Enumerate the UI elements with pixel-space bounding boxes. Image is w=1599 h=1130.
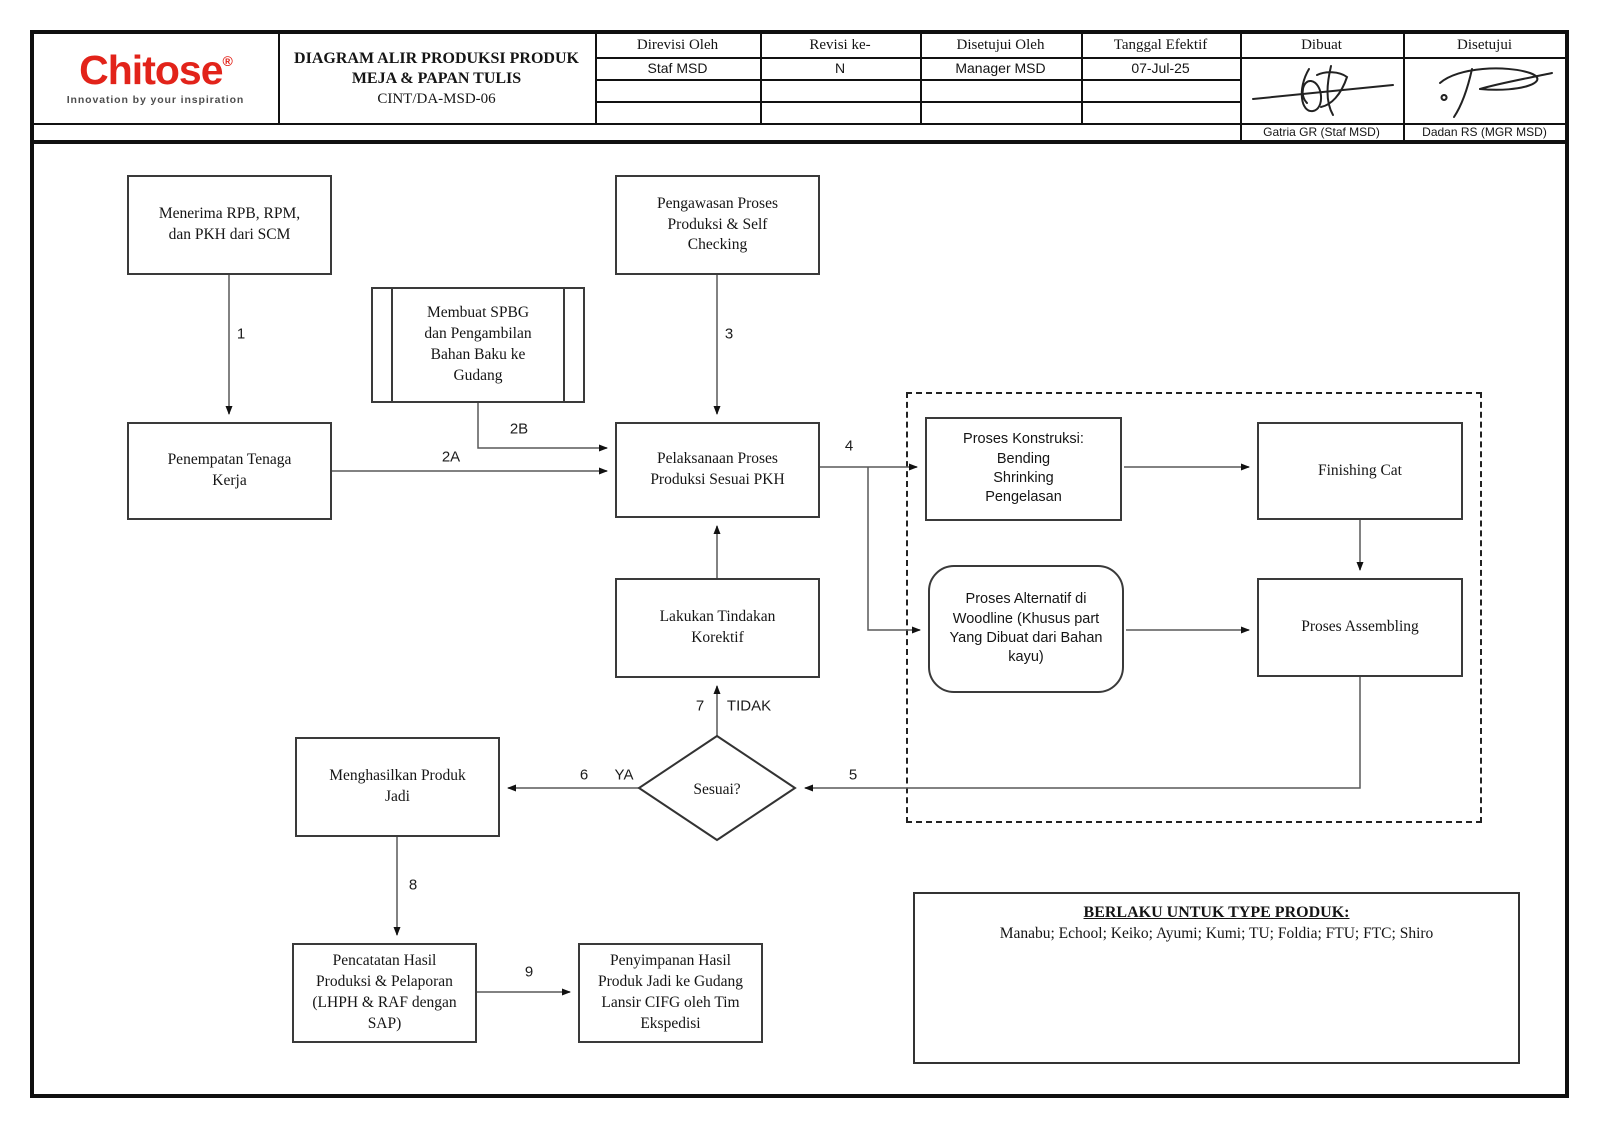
brand-tagline: Innovation by your inspiration — [66, 94, 245, 106]
box-menghasilkan: Menghasilkan Produk Jadi — [295, 737, 500, 837]
divider — [595, 101, 1240, 103]
col-header-tanggal: Tanggal Efektif — [1113, 36, 1208, 53]
step-label-7: 7 — [695, 697, 705, 715]
step-label-3: 3 — [724, 325, 734, 343]
box-finishing-cat: Finishing Cat — [1257, 422, 1463, 520]
divider — [920, 33, 922, 123]
logo-cell: Chitose® Innovation by your inspiration — [33, 33, 278, 123]
cell-direvisi-1: Staf MSD — [647, 60, 708, 76]
step-label-4: 4 — [844, 437, 854, 455]
box-tindakan-korektif: Lakukan Tindakan Korektif — [615, 578, 820, 678]
step-label-2a: 2A — [441, 448, 461, 466]
registered-mark: ® — [222, 53, 233, 69]
box-menerima-rpb: Menerima RPB, RPM, dan PKH dari SCM — [127, 175, 332, 275]
step-label-6: 6 — [579, 766, 589, 784]
cell-direvisi-2 — [595, 79, 760, 101]
box-pencatatan: Pencatatan Hasil Produksi & Pelaporan (L… — [292, 943, 477, 1043]
brand-name: Chitose — [79, 47, 223, 93]
divider — [278, 33, 280, 123]
disetujui-signature — [1438, 67, 1553, 118]
dibuat-signature — [1251, 65, 1394, 116]
product-note-title: BERLAKU UNTUK TYPE PRODUK: — [1083, 904, 1350, 921]
step-label-8: 8 — [408, 876, 418, 894]
doc-title-line2: MEJA & PAPAN TULIS — [351, 69, 522, 87]
decision-sesuai-label: Sesuai? — [693, 781, 741, 798]
brand-logo: Chitose® — [79, 47, 233, 93]
box-membuat-spbg: Membuat SPBG dan Pengambilan Bahan Baku … — [371, 287, 585, 403]
cell-disetujui-1: Manager MSD — [955, 60, 1046, 76]
divider — [1240, 33, 1242, 140]
disetujui-name: Dadan RS (MGR MSD) — [1422, 124, 1547, 139]
box-alternatif-woodline: Proses Alternatif di Woodline (Khusus pa… — [928, 565, 1124, 693]
divider — [595, 33, 597, 123]
cell-tanggal-3 — [1081, 101, 1240, 123]
box-pengawasan: Pengawasan Proses Produksi & Self Checki… — [615, 175, 820, 275]
dibuat-signature-cell — [1240, 57, 1403, 123]
col-header-disetujui-sign: Disetujui — [1457, 36, 1512, 53]
cell-disetujui-2 — [920, 79, 1081, 101]
step-label-1: 1 — [236, 325, 246, 343]
col-header-revisi: Revisi ke- — [809, 36, 871, 53]
box-penempatan: Penempatan Tenaga Kerja — [127, 422, 332, 520]
divider — [595, 57, 1566, 59]
divider — [1081, 33, 1083, 123]
cell-revisi-2 — [760, 79, 920, 101]
title-cell: DIAGRAM ALIR PRODUKSI PRODUK MEJA & PAPA… — [278, 33, 595, 123]
cell-direvisi-3 — [595, 101, 760, 123]
col-header-disetujui-oleh: Disetujui Oleh — [956, 36, 1045, 53]
box-membuat-spbg-label: Membuat SPBG dan Pengambilan Bahan Baku … — [424, 304, 532, 384]
divider — [760, 33, 762, 123]
cell-tanggal-2 — [1081, 79, 1240, 101]
product-note-box: BERLAKU UNTUK TYPE PRODUK: Manabu; Echoo… — [913, 892, 1520, 1064]
divider — [1403, 33, 1405, 140]
cell-revisi-1: N — [834, 60, 846, 76]
box-penyimpanan: Penyimpanan Hasil Produk Jadi ke Gudang … — [578, 943, 763, 1043]
step-label-9: 9 — [524, 963, 534, 981]
divider — [33, 123, 1566, 125]
dibuat-name: Gatria GR (Staf MSD) — [1263, 124, 1380, 139]
box-konstruksi: Proses Konstruksi: Bending Shrinking Pen… — [925, 417, 1122, 521]
col-header-direvisi: Direvisi Oleh — [636, 36, 719, 53]
disetujui-signature-cell — [1403, 57, 1566, 123]
doc-title-line1: DIAGRAM ALIR PRODUKSI PRODUK — [294, 49, 579, 67]
product-note-items: Manabu; Echool; Keiko; Ayumi; Kumi; TU; … — [999, 925, 1434, 942]
predefined-bar-right — [563, 289, 565, 401]
cell-disetujui-3 — [920, 101, 1081, 123]
box-pelaksanaan: Pelaksanaan Proses Produksi Sesuai PKH — [615, 422, 820, 518]
predefined-bar-left — [391, 289, 393, 401]
step-label-2b: 2B — [509, 420, 529, 438]
branch-label-tidak: TIDAK — [726, 697, 772, 715]
branch-label-ya: YA — [614, 766, 634, 784]
col-header-dibuat: Dibuat — [1301, 36, 1342, 53]
box-assembling: Proses Assembling — [1257, 578, 1463, 677]
cell-revisi-3 — [760, 101, 920, 123]
cell-tanggal-1: 07-Jul-25 — [1131, 60, 1190, 76]
doc-code: CINT/DA-MSD-06 — [377, 90, 496, 107]
header-main-divider — [33, 140, 1566, 144]
divider — [595, 79, 1240, 81]
step-label-5: 5 — [848, 766, 858, 784]
